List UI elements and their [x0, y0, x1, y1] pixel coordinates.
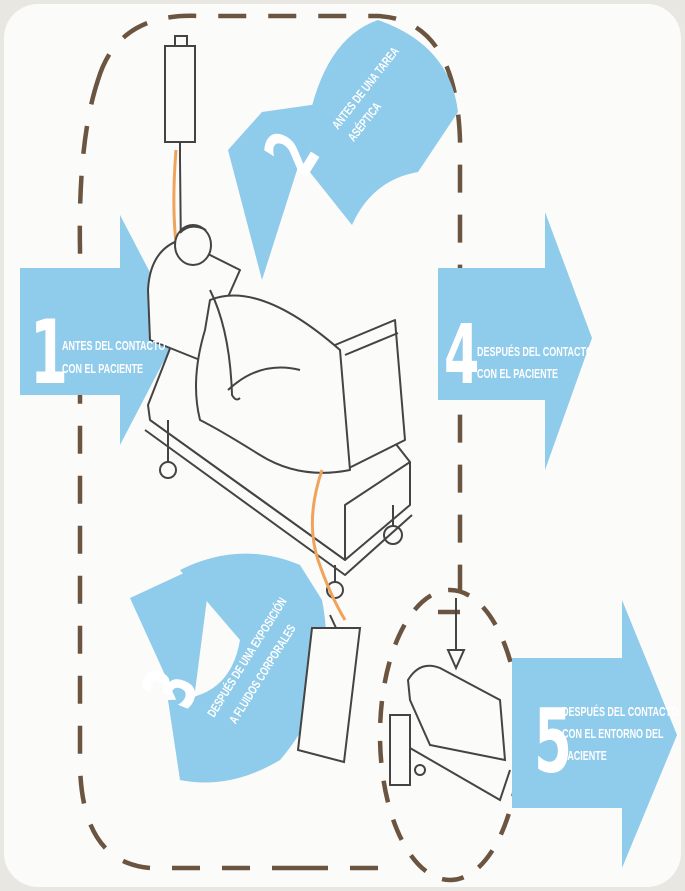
step-1-number: 1: [30, 302, 68, 404]
urine-bag-icon: [296, 614, 362, 764]
arrow-1-shape: [20, 215, 180, 445]
arrow-5-shape: [512, 600, 677, 868]
step-1-line2: CON EL PACIENTE: [62, 363, 143, 377]
drain-tube: [310, 469, 347, 621]
bed-environment-icon: [389, 598, 511, 802]
arrow-3-shape: [168, 553, 327, 783]
arrow-4-shape: [438, 212, 592, 470]
arrow-2-head: [228, 104, 318, 280]
step-5-number: 5: [534, 691, 572, 793]
step-4-line1: DESPUÉS DEL CONTACTO: [477, 345, 593, 360]
arrow-3-head: [130, 560, 212, 730]
step-5-line3: PACIENTE: [562, 750, 607, 764]
hospital-bed-icon: [144, 224, 413, 599]
step-1-line1: ANTES DEL CONTACTO: [62, 340, 165, 354]
step-5-line2: CON EL ENTORNO DEL: [562, 728, 664, 742]
step-4-number: 4: [444, 308, 479, 403]
arrow-2-shape: [262, 20, 458, 225]
step-5-line1: DESPUÉS DEL CONTACTO: [562, 705, 678, 720]
step-4-line2: CON EL PACIENTE: [477, 368, 558, 382]
